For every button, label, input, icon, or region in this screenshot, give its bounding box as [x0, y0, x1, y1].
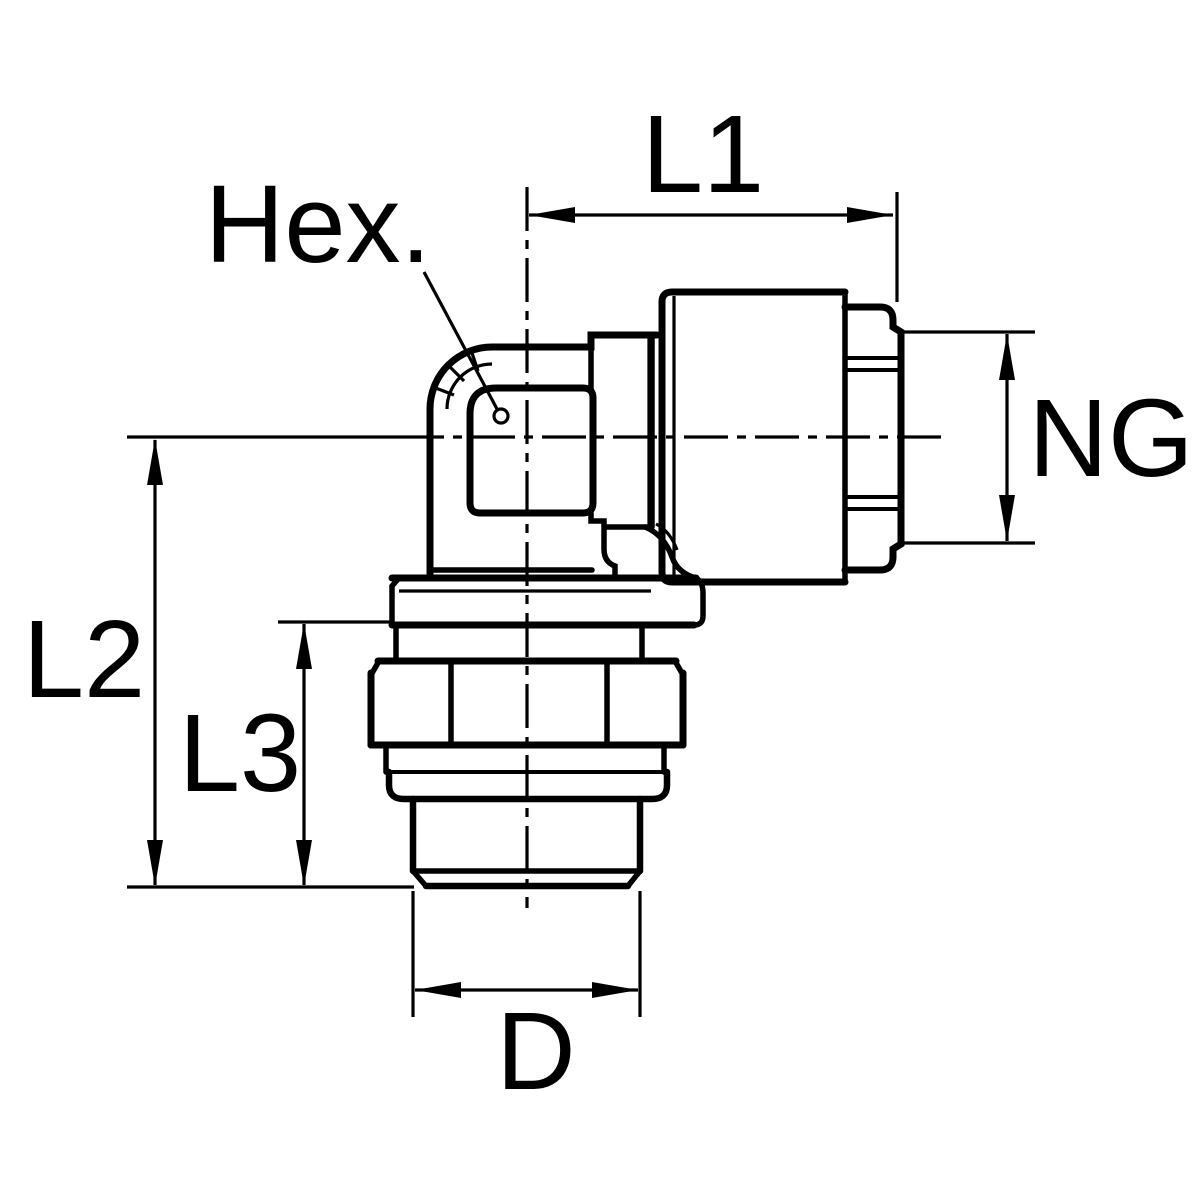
hex-leader-endpoint-circle — [492, 407, 510, 425]
dimension-ng: NG — [901, 330, 1194, 545]
l2-top-arrowhead — [147, 439, 163, 485]
l2-label: L2 — [23, 598, 145, 721]
l1-right-arrowhead — [847, 207, 893, 223]
dimension-l1: L1 — [529, 93, 899, 302]
nut-side-edges — [367, 669, 687, 749]
ng-top-arrowhead — [999, 334, 1015, 380]
dimension-l2: L2 — [23, 439, 163, 886]
cartridge-end-cap — [841, 303, 905, 574]
dimension-d: D — [411, 891, 642, 1113]
elbow-right-wall — [588, 510, 618, 580]
ng-label: NG — [1029, 377, 1194, 500]
d-right-arrowhead — [592, 982, 638, 998]
l1-label: L1 — [642, 93, 764, 216]
fillet-outer-curve — [642, 524, 699, 581]
d-extension-lines — [411, 891, 642, 1017]
hex-leader-line — [422, 271, 499, 410]
hex-nut — [367, 657, 687, 749]
collar-side-edges — [383, 742, 667, 775]
elbow-outer-contour — [426, 331, 661, 578]
fitting-body — [367, 288, 905, 890]
elbow-window — [466, 384, 597, 517]
neck-edges — [393, 622, 645, 663]
l1-left-arrowhead — [529, 207, 575, 223]
d-left-arrowhead — [415, 982, 461, 998]
fillet-inner-curve — [655, 522, 679, 551]
l3-top-arrowhead — [296, 623, 312, 669]
corner-radial-ticks — [432, 349, 480, 397]
flange-left-edge — [389, 575, 402, 628]
l3-label: L3 — [179, 692, 301, 815]
l3-bottom-arrowhead — [296, 840, 312, 886]
hex-callout: Hex. — [205, 163, 510, 425]
ng-extension-lines — [901, 330, 1035, 545]
rounded-band — [385, 768, 671, 803]
l2-bottom-arrowhead — [147, 840, 163, 886]
ng-bottom-arrowhead — [999, 495, 1015, 541]
flange-right-bulge — [691, 575, 706, 628]
collar — [383, 742, 671, 803]
end-cap-ring-lines — [846, 356, 898, 511]
nut-facet-lines — [448, 660, 610, 748]
stud-side-edges — [409, 795, 644, 875]
threaded-stud — [409, 795, 644, 890]
d-label: D — [496, 990, 575, 1113]
hex-label: Hex. — [205, 163, 431, 286]
dimension-l3: L3 — [179, 620, 392, 886]
